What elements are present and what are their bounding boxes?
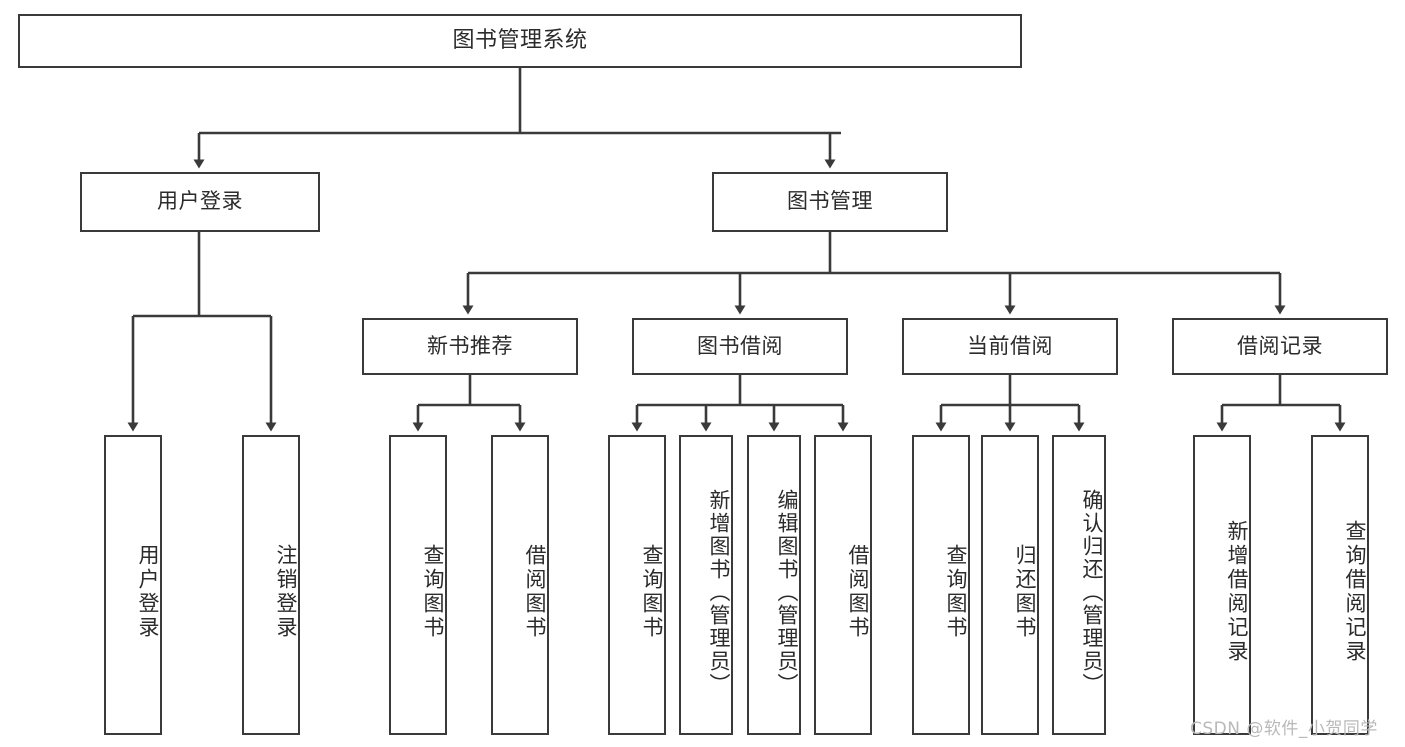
node-user-login[interactable]: 用户登录 — [80, 172, 320, 232]
leaf-return-book[interactable]: 归还图书 — [981, 435, 1039, 735]
node-borrow-record[interactable]: 借阅记录 — [1172, 318, 1388, 375]
leaf-logout[interactable]: 注销登录 — [242, 435, 300, 735]
leaf-edit-book-admin[interactable]: 编辑图书（管理员） — [747, 435, 801, 735]
node-current-borrow[interactable]: 当前借阅 — [902, 318, 1118, 375]
leaf-borrow-book[interactable]: 借阅图书 — [814, 435, 872, 735]
leaf-query-book-borrow[interactable]: 查询图书 — [608, 435, 666, 735]
leaf-query-borrow-record[interactable]: 查询借阅记录 — [1311, 435, 1369, 735]
node-root-system[interactable]: 图书管理系统 — [18, 14, 1022, 68]
leaf-confirm-return-admin[interactable]: 确认归还（管理员） — [1052, 435, 1106, 735]
leaf-add-book-admin[interactable]: 新增图书（管理员） — [679, 435, 733, 735]
watermark-text: CSDN @软件_小贺同学 — [1190, 719, 1378, 739]
leaf-query-book-recommend[interactable]: 查询图书 — [389, 435, 447, 735]
node-new-book-recommend[interactable]: 新书推荐 — [362, 318, 578, 375]
leaf-add-borrow-record[interactable]: 新增借阅记录 — [1193, 435, 1251, 735]
leaf-borrow-book-recommend[interactable]: 借阅图书 — [491, 435, 549, 735]
leaf-user-login[interactable]: 用户登录 — [104, 435, 162, 735]
node-book-management[interactable]: 图书管理 — [712, 172, 948, 232]
leaf-query-book-current[interactable]: 查询图书 — [912, 435, 970, 735]
node-book-borrow[interactable]: 图书借阅 — [632, 318, 848, 375]
